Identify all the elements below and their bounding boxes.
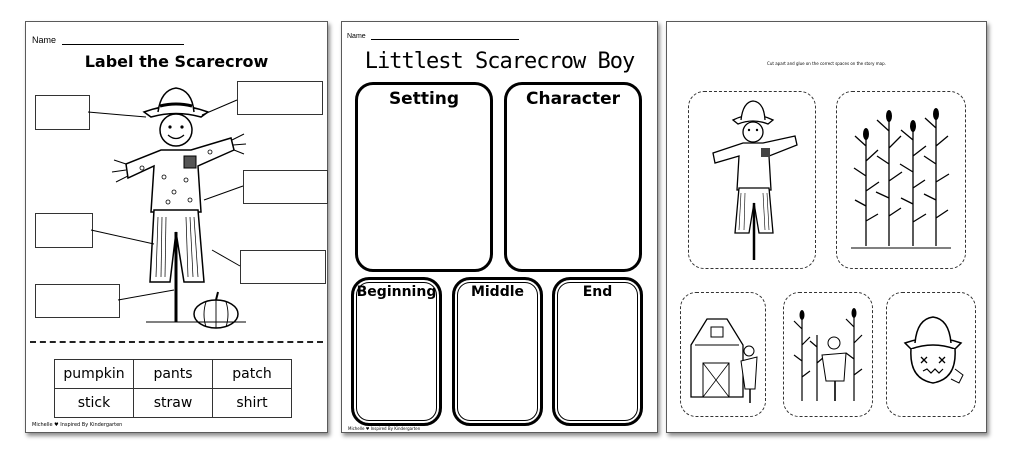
word-bank: pumpkin pants patch stick straw shirt — [54, 359, 292, 418]
middle-label: Middle — [470, 284, 525, 300]
beginning-box[interactable]: Beginning — [351, 277, 442, 426]
word-bank-cell: pumpkin — [54, 359, 134, 389]
scarecrow-illustration-icon — [111, 87, 247, 329]
end-box[interactable]: End — [552, 277, 643, 426]
label-box-2[interactable] — [237, 81, 323, 115]
word-bank-cell: straw — [133, 388, 213, 418]
scarecrow-face-icon — [903, 316, 964, 384]
word-bank-cell: shirt — [212, 388, 292, 418]
name-label: Name — [347, 33, 366, 40]
cut-apart-cards-worksheet: Cut apart and glue on the correct spaces… — [666, 21, 987, 433]
name-label: Name — [32, 35, 57, 45]
character-label: Character — [525, 89, 621, 109]
card-barn[interactable] — [680, 292, 766, 417]
word-bank-cell: patch — [212, 359, 292, 389]
cornfield-icon — [851, 108, 951, 249]
label-box-4[interactable] — [35, 213, 93, 248]
scarecrow-icon — [712, 100, 798, 260]
label-box-6[interactable] — [35, 284, 120, 318]
end-label: End — [582, 284, 613, 300]
instruction-text: Cut apart and glue on the correct spaces… — [767, 61, 886, 66]
setting-label: Setting — [388, 89, 460, 109]
corn-scarecrow-icon — [793, 308, 863, 401]
name-underline — [61, 44, 184, 45]
story-map-worksheet: Name Littlest Scarecrow Boy Setting Char… — [341, 21, 658, 433]
label-scarecrow-worksheet: Name Label the Scarecrow — [25, 21, 328, 433]
pointer-lines — [87, 99, 244, 301]
beginning-label: Beginning — [356, 284, 437, 300]
worksheet-title: Label the Scarecrow — [84, 52, 269, 71]
footer-credit: Michelle ♥ Inspired By Kindergarten — [348, 426, 421, 431]
label-box-5[interactable] — [240, 250, 326, 284]
character-box[interactable]: Character — [504, 82, 642, 272]
name-field: Name — [347, 33, 519, 40]
card-cornfield[interactable] — [836, 91, 966, 269]
name-underline — [370, 39, 519, 40]
middle-box[interactable]: Middle — [452, 277, 543, 426]
label-box-3[interactable] — [243, 170, 328, 204]
worksheet-title: Littlest Scarecrow Boy — [364, 49, 635, 74]
word-bank-cell: pants — [133, 359, 213, 389]
setting-box[interactable]: Setting — [355, 82, 493, 272]
cut-line — [30, 341, 323, 343]
card-scarecrow[interactable] — [688, 91, 816, 269]
card-corn-scarecrow[interactable] — [783, 292, 873, 417]
card-scarecrow-face[interactable] — [886, 292, 976, 417]
name-field: Name — [32, 35, 184, 45]
word-bank-cell: stick — [54, 388, 134, 418]
footer-credit: Michelle ♥ Inspired By Kindergarten — [32, 422, 123, 428]
barn-icon — [690, 318, 758, 403]
